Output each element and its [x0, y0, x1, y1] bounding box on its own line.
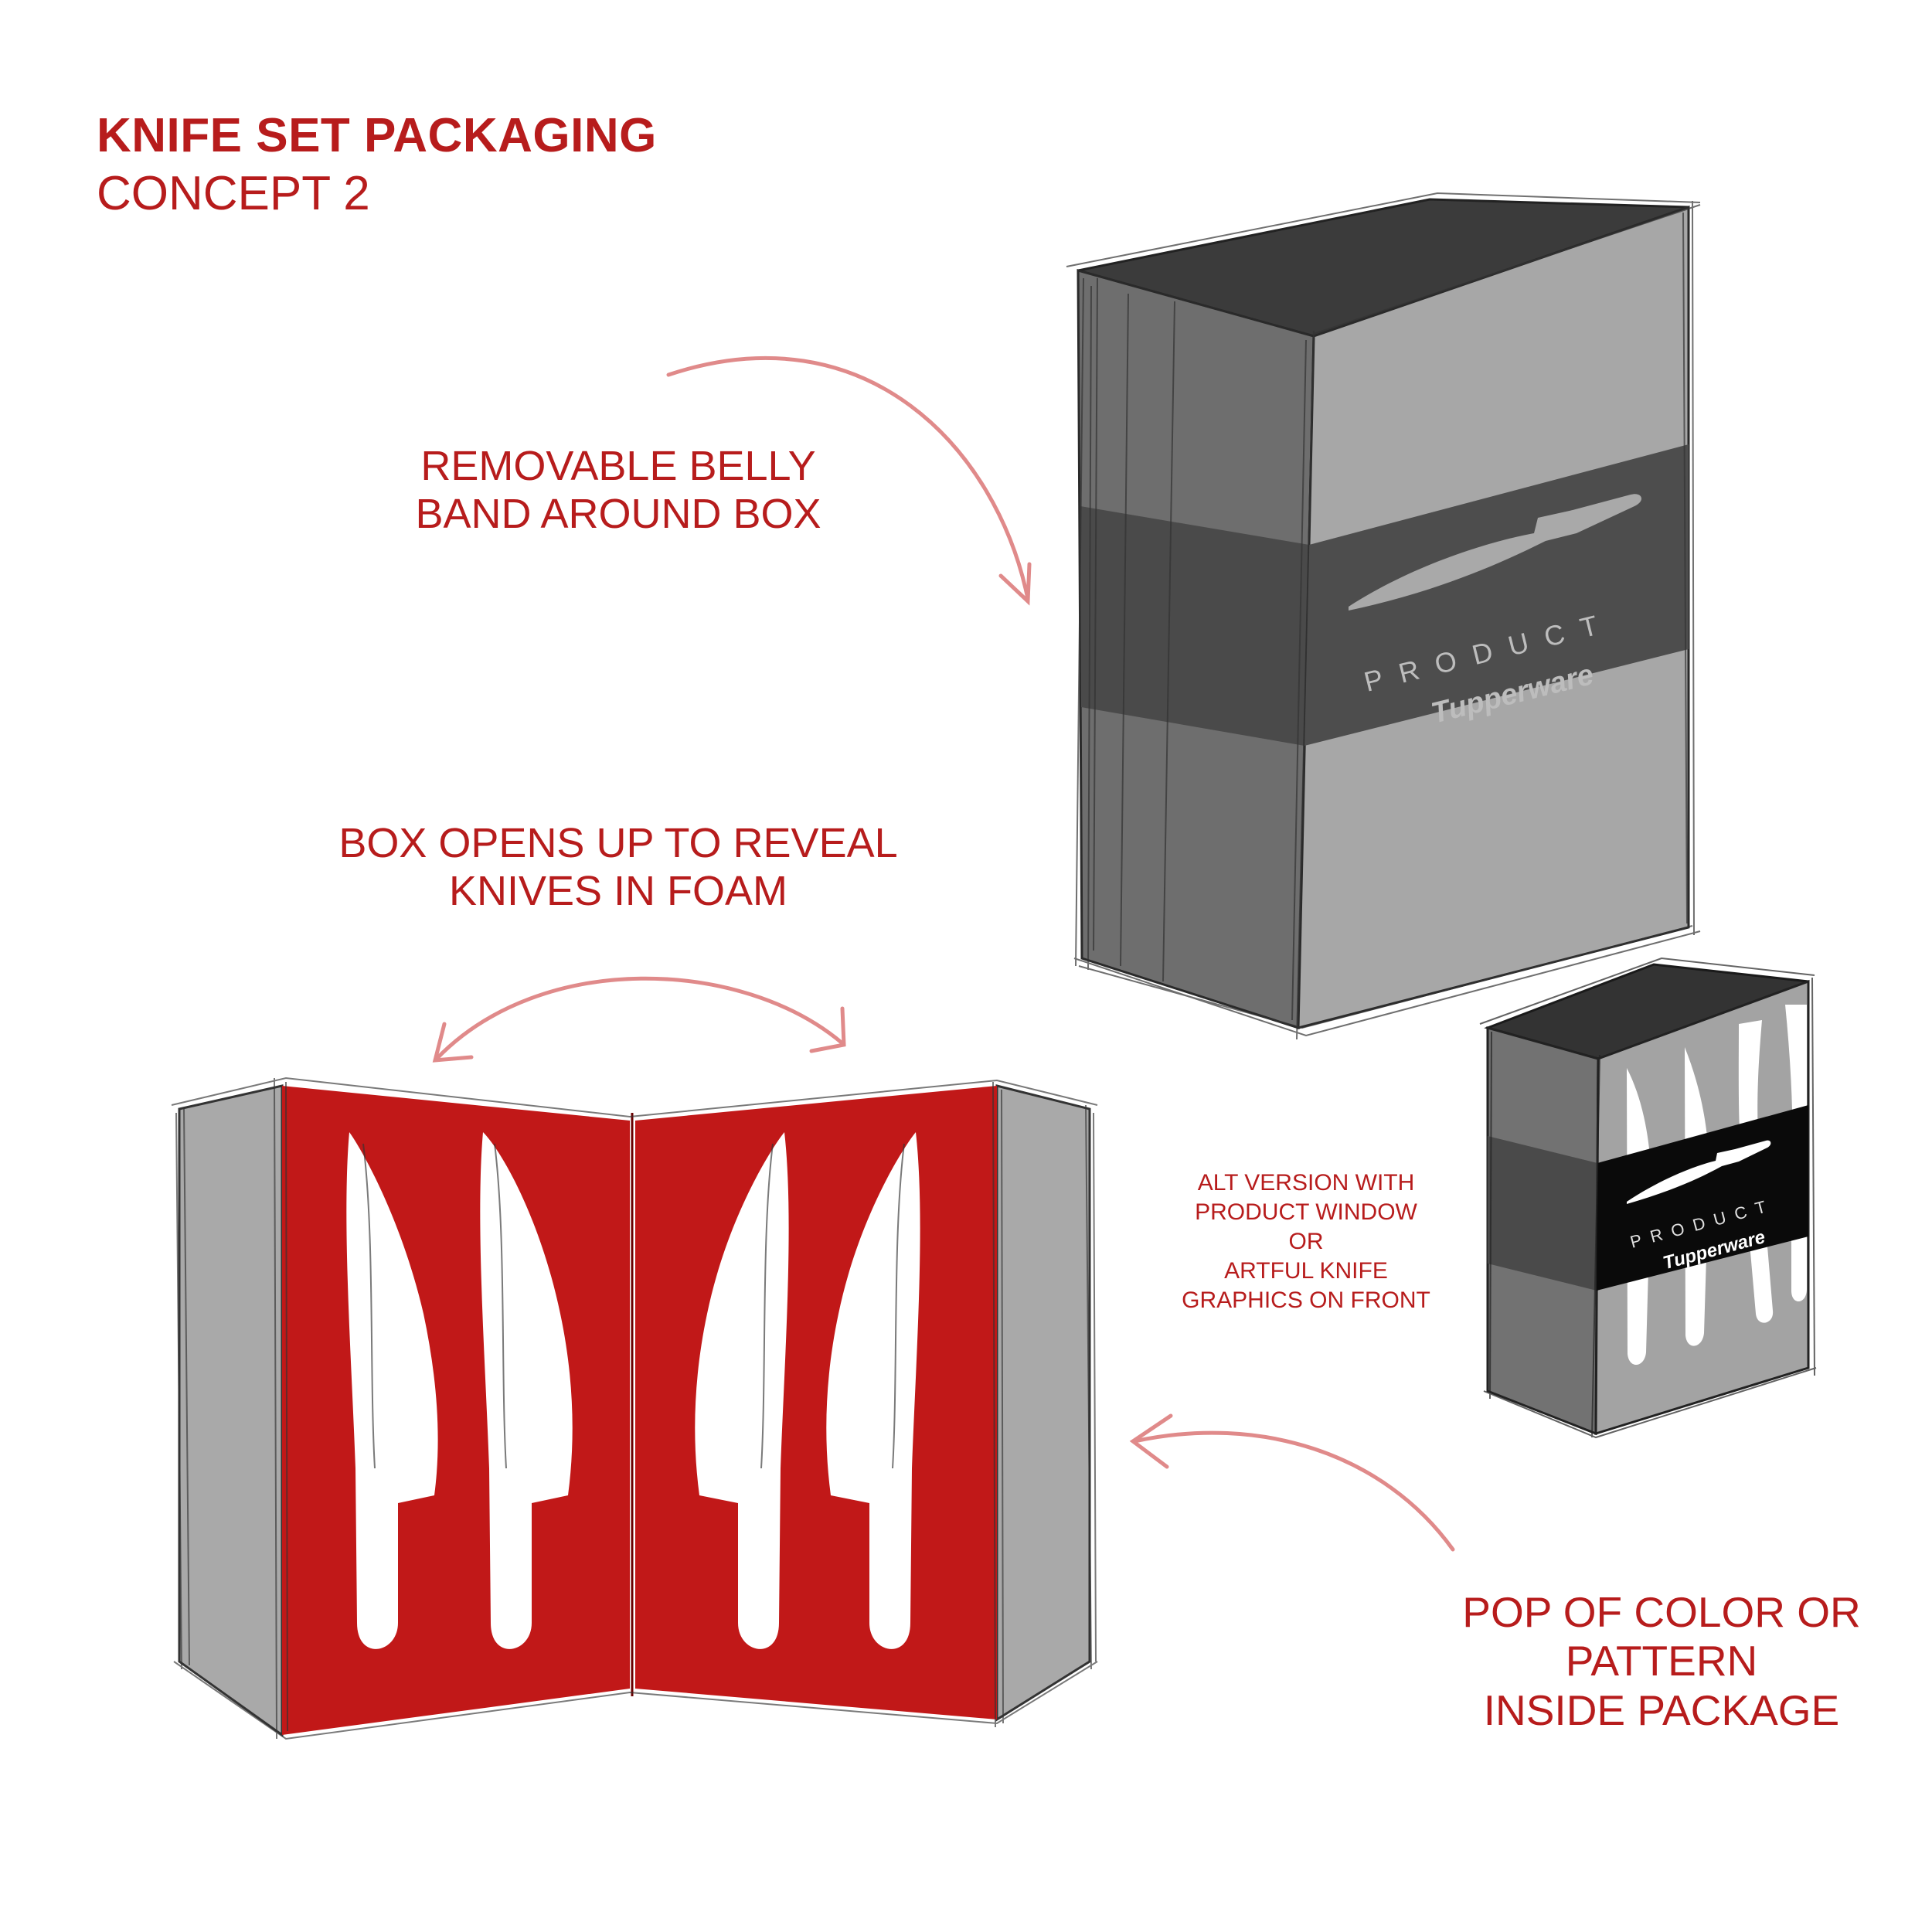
arrow-pop-of-color — [1132, 1430, 1455, 1552]
foam-panel-right — [635, 1086, 997, 1719]
knife-cutout-1 — [346, 1132, 438, 1649]
pop-of-color-note-line-1: POP OF COLOR OR — [1462, 1588, 1861, 1636]
page-subtitle: CONCEPT 2 — [97, 167, 370, 220]
alt-sketch-lines — [1479, 957, 1817, 1439]
open-box-sketch-lines — [171, 1077, 1098, 1740]
arrow-belly-band — [666, 355, 1030, 601]
open-box-right-side — [995, 1084, 1091, 1722]
alt-box-side-band — [1488, 1136, 1597, 1291]
pop-of-color-note-line-3: INSIDE PACKAGE — [1483, 1685, 1840, 1734]
knife-graphic — [1349, 494, 1642, 611]
alt-version-note-line-3: OR — [1288, 1229, 1324, 1255]
page-title: KNIFE SET PACKAGING — [97, 109, 657, 162]
pop-of-color-note-line-2: PATTERN — [1565, 1637, 1758, 1685]
open-box-left-side — [178, 1084, 284, 1737]
alt-version-note-line-2: PRODUCT WINDOW — [1195, 1199, 1417, 1226]
alt-version-note: ALT VERSION WITH PRODUCT WINDOW OR ARTFUL K… — [1175, 1168, 1437, 1315]
open-box-illustration — [171, 1077, 1098, 1740]
sketch-lines — [1066, 192, 1701, 1040]
alt-version-note-line-1: ALT VERSION WITH — [1197, 1170, 1415, 1196]
alt-box-illustration: PRODUCT Tupperware — [1479, 957, 1817, 1439]
belly-band-note-line-2: BAND AROUND BOX — [415, 491, 821, 538]
opens-up-note-line-2: KNIVES IN FOAM — [448, 868, 788, 915]
closed-box-illustration: PRODUCT Tupperware — [1066, 192, 1701, 1040]
alt-version-note-line-4: ARTFUL KNIFE — [1224, 1258, 1388, 1284]
opens-up-note-line-1: BOX OPENS UP TO REVEAL — [338, 820, 898, 866]
belly-band-note-line-1: REMOVABLE BELLY — [420, 443, 816, 489]
knife-cutout-2 — [480, 1132, 573, 1649]
alt-knife-graphic — [1627, 1140, 1771, 1204]
box-side-band — [1080, 506, 1309, 746]
alt-version-note-line-5: GRAPHICS ON FRONT — [1182, 1287, 1430, 1314]
foam-panel-left — [282, 1086, 630, 1735]
annotation-arrows — [432, 355, 1455, 1552]
arrow-opens-up — [434, 976, 845, 1061]
